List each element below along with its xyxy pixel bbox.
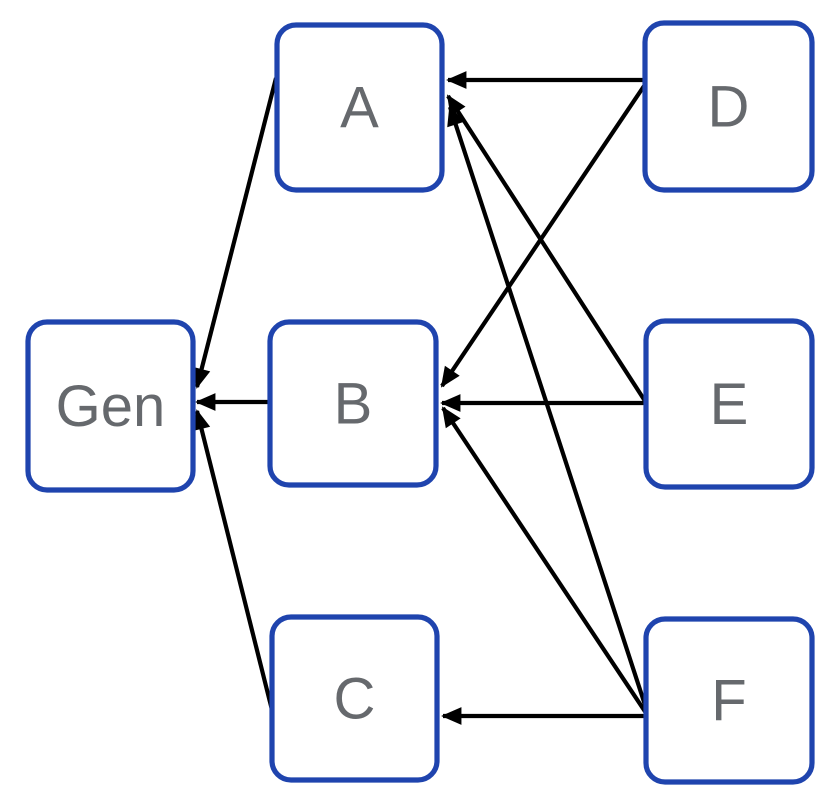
node-a-label: A (340, 76, 379, 141)
edge-f-to-a-arrow (447, 105, 648, 709)
node-c-label: C (334, 667, 376, 732)
node-f-box (643, 616, 815, 785)
edge-f-to-b-arrow (441, 406, 648, 715)
nodes-layer: Gen A B C D E F (25, 20, 815, 785)
node-b-box (267, 319, 439, 488)
node-gen: Gen (25, 319, 196, 493)
node-d: D (642, 20, 815, 193)
node-e-box (643, 318, 815, 490)
node-a: A (274, 22, 445, 193)
node-gen-label: Gen (56, 374, 166, 439)
node-e: E (643, 318, 815, 490)
edges-layer (192, 71, 648, 725)
node-e-label: E (710, 372, 749, 437)
node-c-box (269, 614, 440, 783)
node-f-label: F (711, 669, 746, 734)
edge-d-to-b-arrow (440, 84, 646, 388)
edge-e-to-a-arrow (446, 94, 647, 403)
node-f: F (643, 616, 815, 785)
edge-a-to-gen-arrow (192, 77, 279, 389)
node-b-label: B (334, 372, 373, 437)
edge-c-to-gen-arrow (192, 409, 275, 711)
node-d-box (642, 20, 815, 193)
node-b: B (267, 319, 439, 488)
node-a-box (274, 22, 445, 193)
node-gen-box (25, 319, 196, 493)
node-d-label: D (708, 75, 750, 140)
node-c: C (269, 614, 440, 783)
